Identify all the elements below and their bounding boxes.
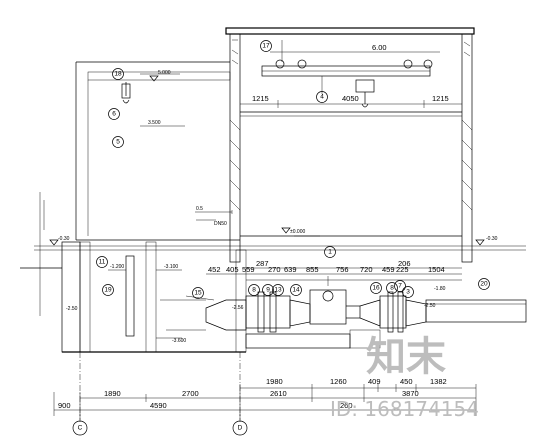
bottom-dim-1: 1260 xyxy=(330,377,347,386)
tag-14: 14 xyxy=(290,284,302,296)
axis-bubble-c xyxy=(72,420,88,436)
tag-16: 16 xyxy=(370,282,382,294)
bottom-dim-1: 1382 xyxy=(430,377,447,386)
pipe-size: DN50 xyxy=(214,221,227,227)
pipe-dim: 855 xyxy=(306,265,319,274)
tag-6: 6 xyxy=(108,108,120,120)
pipe-level-a: -1.80 xyxy=(434,286,446,292)
well-level-3: -2.50 xyxy=(66,306,78,312)
svg-text:13: 13 xyxy=(274,287,282,294)
bottom-dim-2: 2700 xyxy=(182,389,199,398)
tag-15: 15 xyxy=(192,287,204,299)
tag-5: 5 xyxy=(112,136,124,148)
bottom-dim-1: 1980 xyxy=(266,377,283,386)
svg-text:19: 19 xyxy=(104,287,112,294)
bottom-dim-2: 2610 xyxy=(270,389,287,398)
svg-text:18: 18 xyxy=(114,71,122,78)
tag-8-left: 8 xyxy=(248,284,260,296)
svg-text:1: 1 xyxy=(328,249,332,256)
watermark-id: ID: 168174154 xyxy=(330,397,479,421)
pipe-level: 3.500 xyxy=(148,120,161,126)
well-level-4: -3.600 xyxy=(172,338,186,344)
grade-level-left: -0.30 xyxy=(58,236,70,242)
svg-text:9: 9 xyxy=(266,287,270,294)
pipe-dim: 756 xyxy=(336,265,349,274)
pipe-dim: 639 xyxy=(284,265,297,274)
watermark-logo: 知末 xyxy=(366,334,446,380)
pipe-level-2: 0.5 xyxy=(196,206,203,212)
axis-label-c: C xyxy=(78,425,83,432)
bottom-dim-1: 450 xyxy=(400,377,413,386)
bottom-dim-1: 409 xyxy=(368,377,381,386)
svg-text:11: 11 xyxy=(99,259,106,266)
bottom-dim-2: 3870 xyxy=(402,389,419,398)
dim-top-right: 1215 xyxy=(432,94,449,103)
dim-top-left: 1215 xyxy=(252,94,269,103)
svg-text:6: 6 xyxy=(112,111,116,118)
svg-text:17: 17 xyxy=(262,43,270,50)
tag-19: 19 xyxy=(102,284,114,296)
pump-pipe-assembly xyxy=(160,267,527,349)
tag-13: 13 xyxy=(272,284,284,296)
grade-level-right: -0.30 xyxy=(486,236,498,242)
axis-bubble-d xyxy=(232,420,248,436)
crane-hall xyxy=(225,27,475,263)
part-tags: 17 4 18 6 5 11 19 15 8 9 13 14 1 16 8 7 … xyxy=(96,40,490,299)
tag-3: 3 xyxy=(402,286,414,298)
annotations: 6.00 1215 4050 1215 5.000 3.500 0.5 DN50… xyxy=(58,43,498,410)
level-symbols xyxy=(49,75,485,246)
svg-text:14: 14 xyxy=(292,287,300,294)
tag-1: 1 xyxy=(324,246,336,258)
svg-text:8: 8 xyxy=(390,285,394,292)
svg-text:5: 5 xyxy=(116,139,120,146)
pipe-dim: 1504 xyxy=(428,265,445,274)
svg-text:4: 4 xyxy=(320,94,324,101)
pipe-dim: 225 xyxy=(396,265,409,274)
pipe-level-c: -2.56 xyxy=(232,305,244,311)
bottom-dim-3: 900 xyxy=(58,401,71,410)
floor-slab xyxy=(34,235,526,251)
pipe-dim: 270 xyxy=(268,265,281,274)
floor-level: ±0.000 xyxy=(290,229,305,235)
hoist-level: 5.000 xyxy=(158,70,171,76)
svg-text:15: 15 xyxy=(194,290,202,297)
pipe-dim: 405 xyxy=(226,265,239,274)
svg-text:3: 3 xyxy=(406,289,410,296)
bottom-dim-3: 4590 xyxy=(150,401,167,410)
tag-9: 9 xyxy=(262,284,274,296)
pipe-dim: 720 xyxy=(360,265,373,274)
left-annex xyxy=(75,61,233,240)
bottom-dim-2: 1890 xyxy=(104,389,121,398)
tag-11: 11 xyxy=(96,256,108,268)
pipe-dim: 206 xyxy=(398,259,411,268)
svg-text:7: 7 xyxy=(398,283,402,290)
pipe-dim: 459 xyxy=(382,265,395,274)
tag-20: 20 xyxy=(478,278,490,290)
well-level-2: -3.100 xyxy=(164,264,178,270)
wall-hatching xyxy=(229,119,473,211)
crane-span-label: 6.00 xyxy=(372,43,387,52)
bottom-dim-3: 260 xyxy=(340,401,353,410)
axis-label-d: D xyxy=(238,425,243,432)
dim-top-middle: 4050 xyxy=(342,94,359,103)
tag-17: 17 xyxy=(260,40,272,52)
tag-18: 18 xyxy=(112,68,124,80)
tag-4: 4 xyxy=(316,91,328,103)
grid-axes: C D xyxy=(72,352,248,436)
watermark: 知末 ID: 168174154 xyxy=(330,334,479,421)
well-level-1: -1.200 xyxy=(110,264,124,270)
pipe-dim: 452 xyxy=(208,265,221,274)
screen-hatching xyxy=(126,258,134,326)
pipe-dim: 559 xyxy=(242,265,255,274)
tag-8-right: 8 xyxy=(386,282,398,294)
svg-text:20: 20 xyxy=(480,281,488,288)
svg-text:8: 8 xyxy=(252,287,256,294)
pipe-level-b: -2.50 xyxy=(424,303,436,309)
tag-7: 7 xyxy=(394,280,406,292)
svg-text:16: 16 xyxy=(372,285,380,292)
pipe-dim: 287 xyxy=(256,259,269,268)
